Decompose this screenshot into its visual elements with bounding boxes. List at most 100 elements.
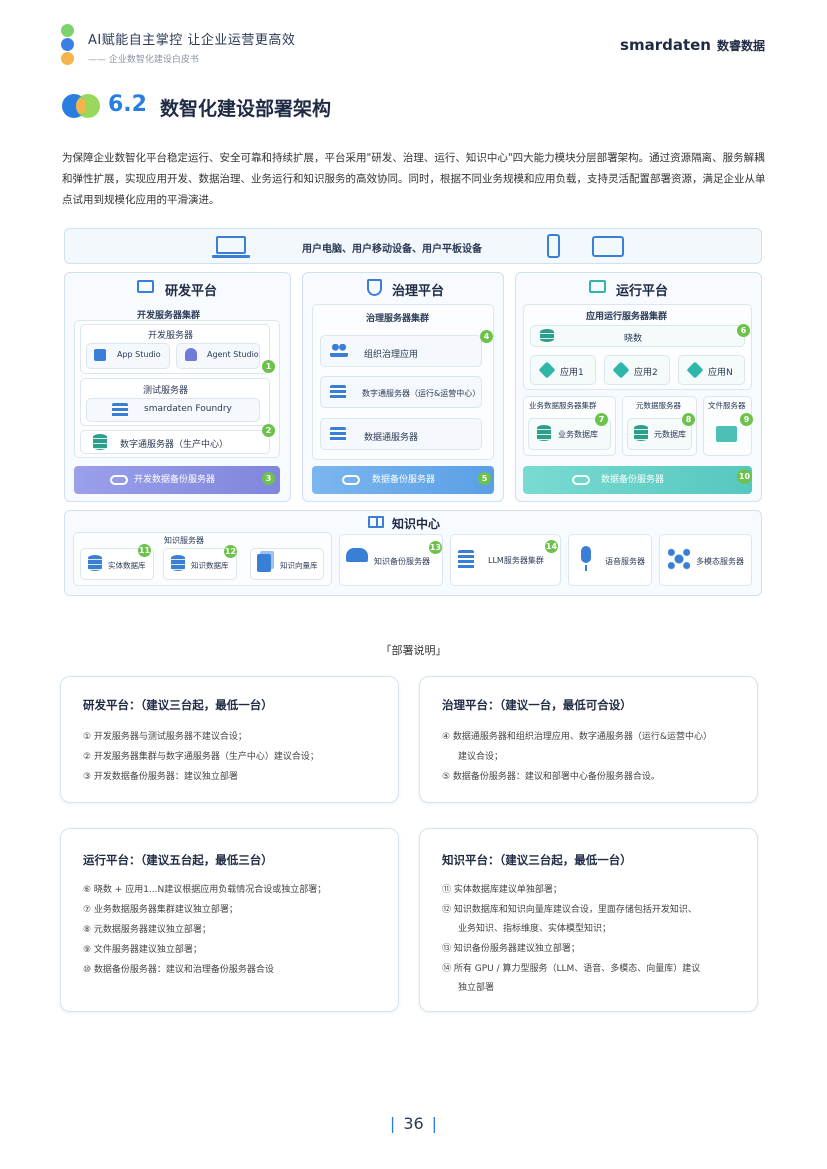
notes-line: ⑤ 数据备份服务器：建议和部署中心备份服务器合设。 — [442, 772, 660, 782]
page-number-value: 36 — [403, 1114, 424, 1133]
code-monitor-icon — [137, 280, 154, 293]
shutong-prod-label: 数字通服务器（生产中心） — [120, 440, 229, 450]
shield-icon — [367, 279, 382, 296]
section-number: 6.2 — [108, 92, 147, 117]
notes-line: ② 开发服务器集群与数字通服务器（生产中心）建议合设； — [83, 752, 319, 762]
brand-name-cn: 数睿数据 — [716, 39, 765, 53]
folder-icon — [716, 426, 737, 442]
badge-6: 6 — [737, 324, 750, 337]
gov-backup-bar: 数据备份服务器 — [312, 466, 494, 494]
dev-backup-label: 开发数据备份服务器 — [134, 475, 216, 485]
badge-9: 9 — [740, 413, 753, 426]
notes-card-dev: 研发平台：（建议三台起，最低一台） ① 开发服务器与测试服务器不建议合设； ② … — [60, 676, 399, 803]
group-icon — [330, 344, 348, 357]
app2-label: 应用2 — [634, 368, 658, 378]
notes-line: ⑥ 晓数 + 应用1...N建议根据应用负载情况合设或独立部署； — [83, 885, 327, 895]
notes-caption: 「部署说明」 — [380, 644, 447, 657]
test-server-label: 测试服务器 — [143, 386, 189, 396]
dev-server-label: 开发服务器 — [148, 331, 194, 341]
notes-line: ⑩ 数据备份服务器：建议和治理备份服务器合设 — [83, 965, 274, 975]
database-icon — [540, 329, 554, 342]
agent-studio-icon — [185, 348, 197, 361]
notes-line: 独立部署 — [458, 983, 495, 993]
notes-line: ⑬ 知识备份服务器建议独立部署； — [442, 944, 580, 954]
file-server-label: 文件服务器 — [708, 401, 746, 410]
app-studio-icon — [94, 349, 106, 361]
shutong-prod-box — [80, 430, 270, 454]
microphone-icon — [581, 546, 591, 563]
meta-server-label: 元数据服务器 — [636, 401, 681, 410]
notes-line: ⑫ 知识数据库和知识向量库建议合设，里面存储包括开发知识、 — [442, 905, 697, 915]
run-backup-label: 数据备份服务器 — [601, 475, 665, 485]
stack-icon — [257, 554, 271, 572]
badge-11: 11 — [138, 544, 151, 557]
server-icon — [330, 385, 346, 399]
page-divider-right: | — [431, 1114, 438, 1133]
notes-card-know: 知识平台：（建议三台起，最低一台） ⑪ 实体数据库建议单独部署； ⑫ 知识数据库… — [419, 828, 758, 1012]
badge-10: 10 — [737, 469, 752, 484]
appn-label: 应用N — [708, 368, 733, 378]
biz-db-label: 业务数据库 — [558, 430, 598, 439]
gov-platform-title: 治理平台 — [392, 284, 445, 299]
knowledge-title: 知识中心 — [392, 517, 441, 531]
run-backup-bar: 数据备份服务器 — [523, 466, 752, 494]
run-platform-title: 运行平台 — [616, 284, 669, 299]
cloud-upload-icon — [342, 475, 360, 485]
notes-line: 业务知识、指标维度、实体模型知识； — [458, 924, 612, 934]
badge-1: 1 — [262, 360, 275, 373]
dev-cluster-label: 开发服务器集群 — [137, 311, 201, 321]
page-number: | 36 | — [0, 1114, 827, 1133]
database-icon — [634, 425, 648, 441]
foundry-label: smardaten Foundry — [144, 404, 232, 414]
badge-12: 12 — [224, 545, 237, 558]
page-divider-left: | — [389, 1114, 396, 1133]
voice-label: 语音服务器 — [605, 557, 645, 566]
shutong-data-box — [320, 418, 482, 450]
book-icon — [368, 516, 384, 528]
shutong-run-label: 数字通服务器（运行&运营中心） — [362, 389, 481, 398]
appn-box — [678, 355, 745, 385]
notes-line: ⑦ 业务数据服务器集群建议独立部署； — [83, 905, 238, 915]
notes-line: ① 开发服务器与测试服务器不建议合设； — [83, 732, 247, 742]
laptop-icon — [216, 236, 246, 254]
agent-studio-label: Agent Studio — [207, 350, 259, 359]
section-icon — [62, 94, 102, 118]
gov-backup-label: 数据备份服务器 — [372, 475, 436, 485]
section-title: 数智化建设部署架构 — [160, 98, 332, 120]
org-app-label: 组织治理应用 — [364, 350, 419, 360]
microphone-stand-icon — [585, 565, 587, 571]
notes-line: 建议合设； — [458, 752, 504, 762]
knowledge-backup-label: 知识备份服务器 — [374, 557, 430, 566]
notes-know-title: 知识平台：（建议三台起，最低一台） — [442, 853, 632, 867]
notes-gov-title: 治理平台：（建议一台，最低可合设） — [442, 698, 632, 712]
badge-7: 7 — [595, 413, 608, 426]
meta-db-box — [627, 418, 692, 450]
badge-3: 3 — [262, 472, 275, 485]
app-studio-label: App Studio — [117, 350, 161, 359]
devices-label: 用户电脑、用户移动设备、用户平板设备 — [302, 244, 482, 255]
notes-run-title: 运行平台：（建议五台起，最低三台） — [83, 853, 273, 867]
header-title: AI赋能自主掌控 让企业运营更高效 — [88, 33, 296, 48]
notes-line: ⑧ 元数据服务器建议独立部署； — [83, 925, 211, 935]
network-nodes-icon — [668, 548, 690, 570]
tablet-icon — [592, 236, 624, 257]
section-intro: 为保障企业数智化平台稳定运行、安全可靠和持续扩展，平台采用"研发、治理、运行、知… — [62, 152, 766, 206]
cloud-server-icon — [346, 548, 368, 562]
database-icon — [93, 434, 107, 450]
badge-4: 4 — [480, 330, 493, 343]
notes-card-gov: 治理平台：（建议一台，最低可合设） ④ 数据通服务器和组织治理应用、数字通服务器… — [419, 676, 758, 803]
notes-line: ⑪ 实体数据库建议单独部署； — [442, 885, 562, 895]
meta-db-label: 元数据库 — [654, 430, 686, 439]
biz-cluster-label: 业务数据服务器集群 — [529, 401, 597, 410]
shutong-data-label: 数据通服务器 — [364, 433, 419, 443]
server-icon — [112, 403, 128, 417]
database-icon — [88, 555, 102, 571]
cloud-upload-icon — [572, 475, 590, 485]
server-icon — [330, 427, 346, 441]
badge-13: 13 — [429, 541, 442, 554]
monitor-chart-icon — [589, 280, 606, 293]
xiaoshu-label: 晓数 — [624, 334, 643, 344]
knowledge-db-label: 知识数据库 — [191, 561, 229, 570]
entity-db-label: 实体数据库 — [108, 561, 146, 570]
